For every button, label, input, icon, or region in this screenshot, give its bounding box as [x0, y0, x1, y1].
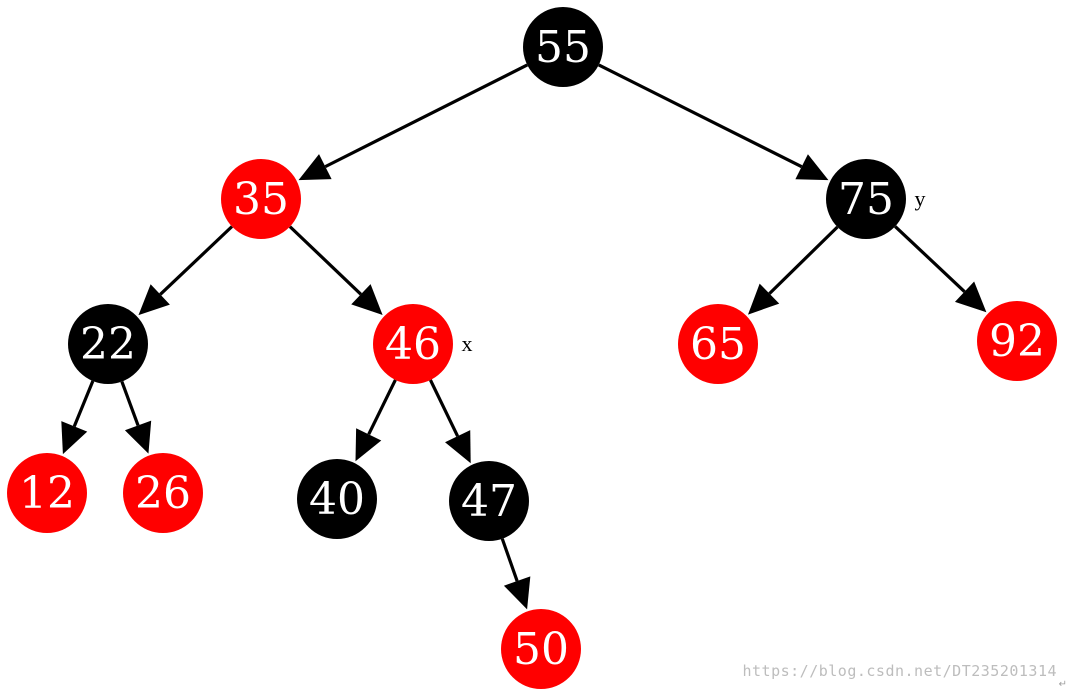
arrowhead-icon: [351, 284, 383, 316]
node-circle-red: [977, 301, 1057, 381]
node-label: 46: [385, 319, 441, 370]
node-label: 22: [80, 319, 136, 370]
edge-n46-n47: [428, 379, 471, 464]
edge-n35-n46: [288, 225, 383, 316]
return-mark: ↵: [1058, 679, 1067, 690]
arrowhead-icon: [503, 576, 531, 610]
edge-n22-n26: [120, 380, 152, 454]
node-label: 92: [989, 316, 1045, 367]
tree-node-50: 50: [501, 609, 581, 689]
node-circle-red: [7, 453, 87, 533]
node-label: 65: [690, 319, 746, 370]
edge-n46-n40: [355, 379, 397, 462]
edge-n35-n22: [138, 225, 234, 316]
markers-layer: xy: [462, 186, 926, 356]
node-label: 75: [838, 174, 894, 225]
node-label: 26: [135, 468, 191, 519]
node-circle-red: [501, 609, 581, 689]
node-label: 55: [535, 22, 591, 73]
node-circle-black: [449, 461, 529, 541]
tree-node-47: 47: [449, 461, 529, 541]
edges-layer: [61, 63, 987, 610]
watermark-url: https://blog.csdn.net/DT235201314: [742, 662, 1057, 680]
node-circle-red: [373, 304, 453, 384]
node-label: 40: [309, 474, 365, 525]
arrowhead-icon: [748, 283, 780, 315]
edge-n55-n35: [298, 63, 528, 181]
arrowhead-icon: [124, 420, 152, 454]
tree-node-26: 26: [123, 453, 203, 533]
edge-n55-n75: [598, 63, 829, 181]
node-circle-black: [523, 7, 603, 87]
node-circle-red: [221, 159, 301, 239]
tree-node-65: 65: [678, 304, 758, 384]
nodes-layer: 55 35 75 22 46 65 92 12 26 40 47 50: [7, 7, 1057, 689]
edge-n47-n50: [500, 538, 531, 610]
tree-node-46: 46: [373, 304, 453, 384]
tree-node-22: 22: [68, 304, 148, 384]
node-circle-red: [678, 304, 758, 384]
arrowhead-icon: [954, 281, 987, 313]
node-circle-black: [297, 459, 377, 539]
pointer-label-y: y: [915, 186, 926, 211]
tree-node-75: 75: [826, 159, 906, 239]
tree-node-40: 40: [297, 459, 377, 539]
arrowhead-icon: [355, 428, 382, 462]
node-label: 50: [513, 624, 569, 675]
edge-n75-n92: [894, 225, 987, 313]
arrowhead-icon: [138, 284, 170, 316]
node-circle-black: [826, 159, 906, 239]
arrowhead-icon: [445, 430, 471, 464]
arrowhead-icon: [795, 154, 829, 181]
tree-node-35: 35: [221, 159, 301, 239]
pointer-label-x: x: [462, 331, 473, 356]
edge-n75-n65: [748, 225, 839, 315]
node-circle-red: [123, 453, 203, 533]
tree-node-92: 92: [977, 301, 1057, 381]
node-label: 35: [233, 174, 289, 225]
arrowhead-icon: [298, 154, 332, 181]
edge-n22-n12: [61, 380, 95, 455]
node-label: 47: [461, 476, 517, 527]
node-label: 12: [19, 468, 75, 519]
tree-node-55: 55: [523, 7, 603, 87]
tree-node-12: 12: [7, 453, 87, 533]
arrowhead-icon: [61, 421, 88, 455]
node-circle-black: [68, 304, 148, 384]
